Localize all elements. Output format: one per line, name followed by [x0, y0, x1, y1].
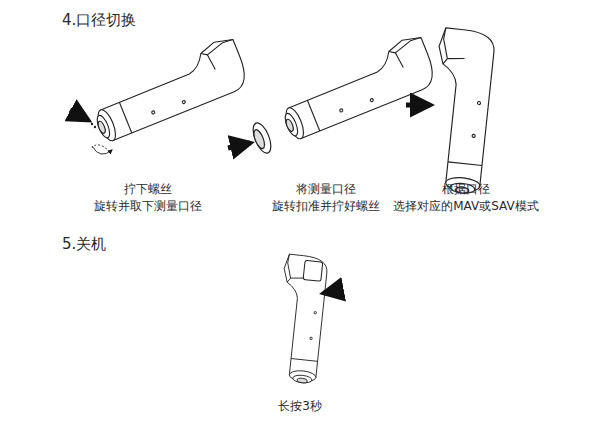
device-figure	[228, 33, 439, 155]
device-figure	[406, 27, 496, 194]
device-figure	[70, 35, 251, 154]
section-heading: 5.关机	[62, 234, 106, 255]
step-caption: 拧下螺丝 旋转并取下测量口径	[94, 181, 202, 215]
device-figure	[272, 254, 340, 384]
step-caption: 长按3秒	[278, 398, 322, 415]
step-caption: 将测量口径 旋转扣准并拧好螺丝	[272, 181, 380, 215]
step-caption: 根据口径 选择对应的MAV或SAV模式	[393, 181, 538, 215]
section-heading: 4.口径切换	[62, 10, 136, 31]
